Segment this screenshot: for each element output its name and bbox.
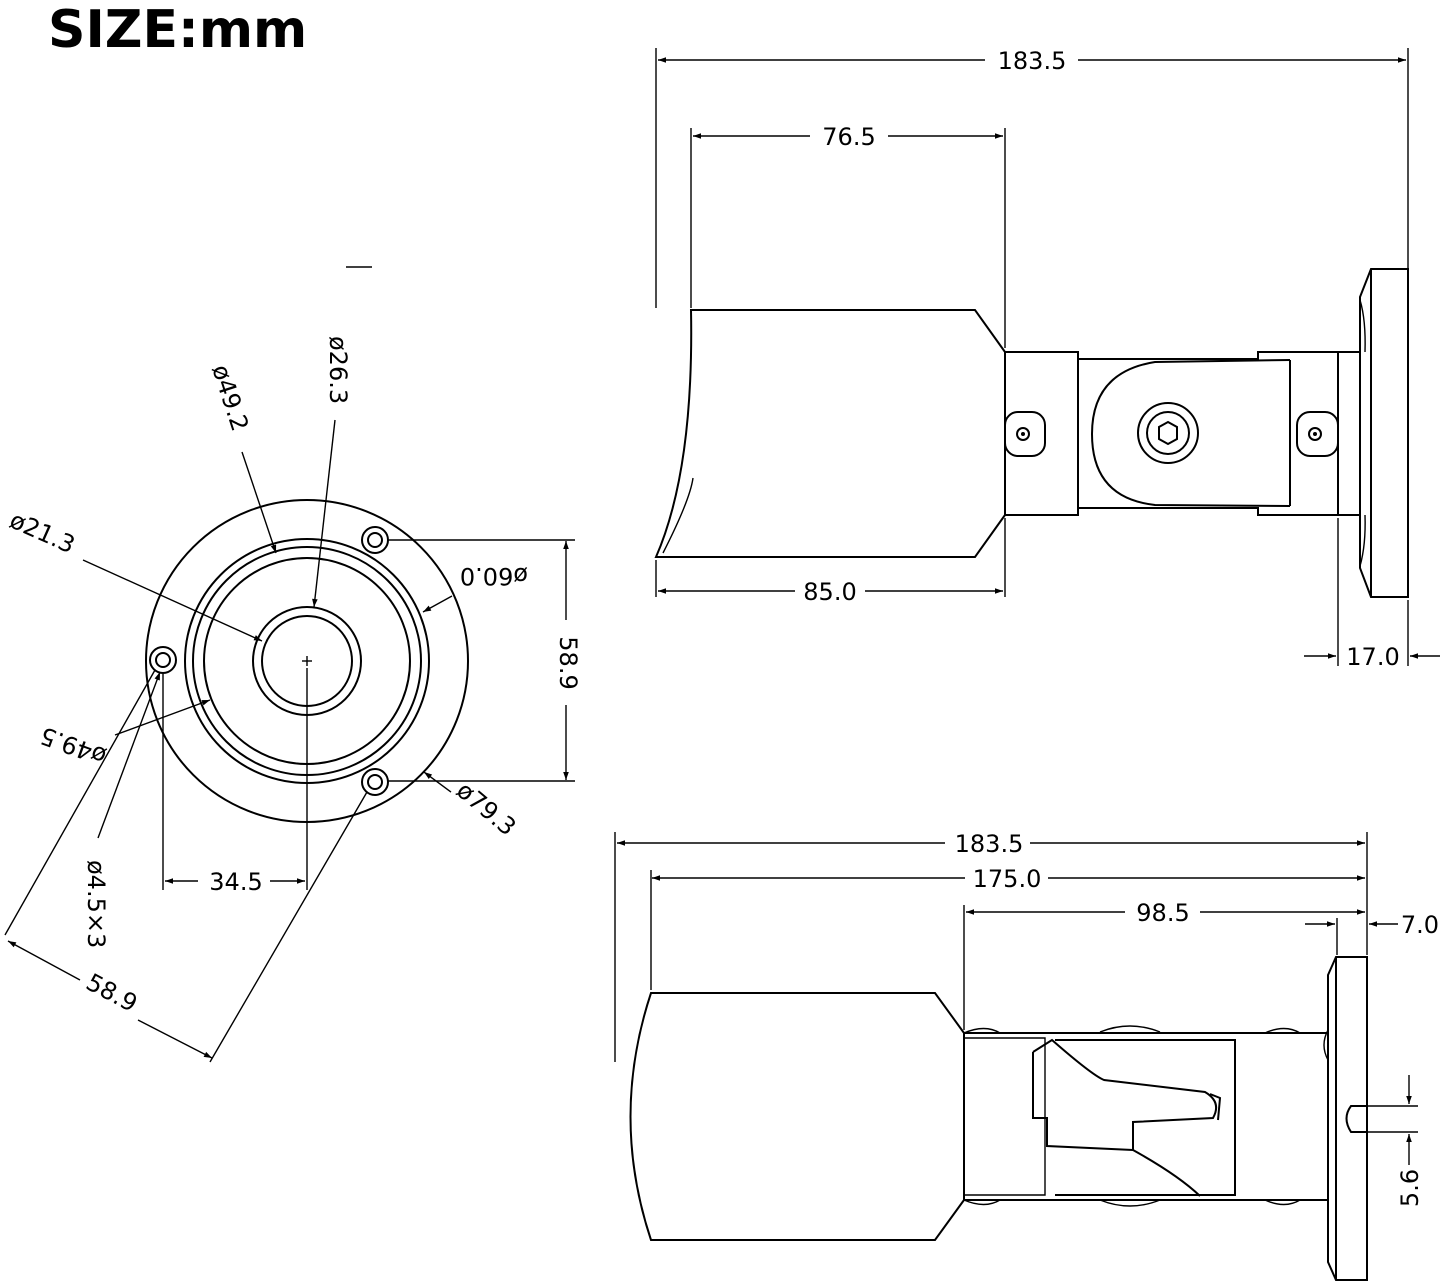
camera-body-top	[629, 992, 965, 1241]
label-base-thickness: 17.0	[1346, 643, 1399, 671]
front-view: ø26.3 ø49.2 ø21.3 ø60.0 58.9 ø49.5 ø79.3…	[4, 266, 582, 1063]
label-offset: 34.5	[209, 868, 262, 896]
label-screw-holes: ø4.5×3	[82, 860, 110, 948]
bracket-top	[963, 1032, 1329, 1201]
label-plate-thickness: 7.0	[1401, 911, 1439, 939]
label-spacing-diagonal: 58.9	[82, 968, 142, 1018]
label-bracket-length: 98.5	[1136, 899, 1189, 927]
label-inner-ring: ø26.3	[324, 336, 352, 404]
page-title: SIZE:mm	[48, 0, 308, 60]
label-top-overall: 183.5	[955, 830, 1024, 858]
mount-base	[1337, 351, 1361, 516]
label-hole-diameter: ø21.3	[6, 506, 80, 559]
side-view: 183.5 76.5 85.0	[654, 47, 1440, 671]
pivot-bolt	[1137, 402, 1199, 464]
label-hood-length: 76.5	[822, 123, 875, 151]
bracket-arm	[1004, 351, 1339, 516]
label-ring-a: ø49.2	[206, 361, 254, 434]
screw-hole-left	[149, 646, 177, 674]
label-ring-b: ø49.5	[36, 721, 110, 771]
label-spacing-vertical: 58.9	[554, 636, 582, 689]
screw-hole-top	[361, 526, 389, 554]
label-ring-c: ø60.0	[460, 562, 528, 590]
label-side-overall: 183.5	[998, 47, 1067, 75]
label-length-to-base: 175.0	[973, 865, 1042, 893]
camera-body	[654, 309, 1006, 558]
label-slot-width: 5.6	[1396, 1169, 1424, 1207]
label-body-length: 85.0	[803, 578, 856, 606]
label-base-diameter: ø79.3	[451, 776, 521, 841]
screw-hole-bottom	[361, 768, 389, 796]
top-view: 183.5 175.0 98.5 7.0	[614, 830, 1439, 1281]
